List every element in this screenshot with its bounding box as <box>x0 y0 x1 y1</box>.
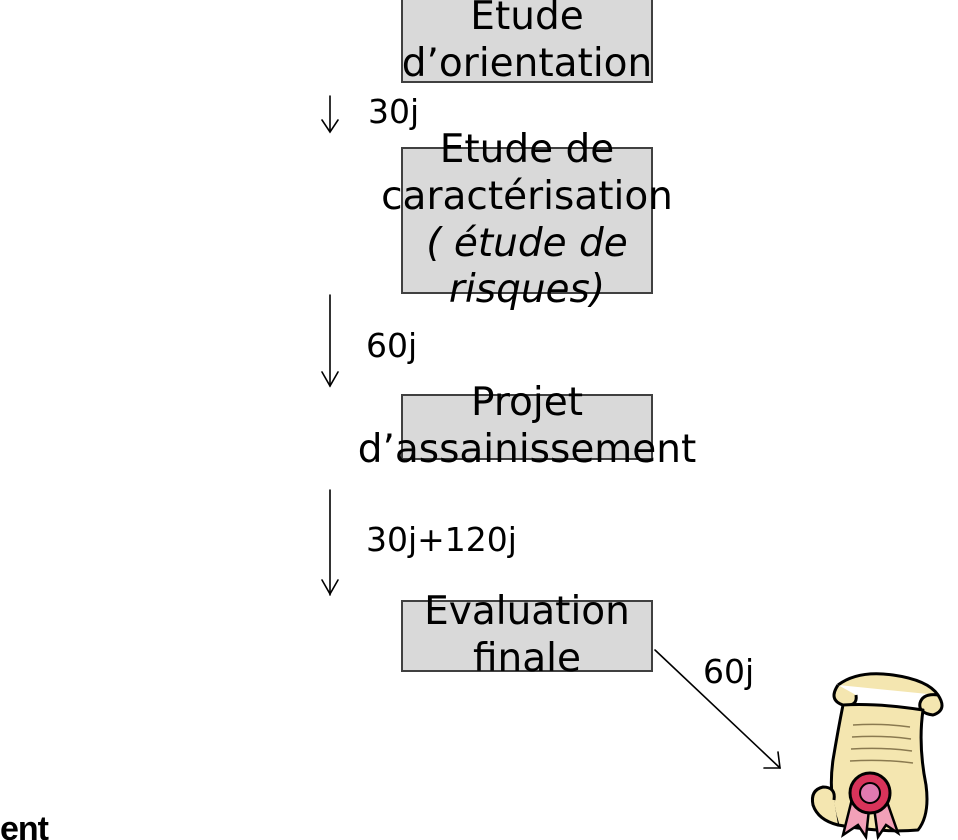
step-title-evaluation: Evaluation finale <box>424 589 630 681</box>
arrowhead-3 <box>321 579 339 596</box>
arrow-4 <box>654 649 781 769</box>
step-subtitle-caracterisation: ( étude de risques) <box>426 220 628 313</box>
duration-label-4: 60j <box>703 652 755 691</box>
arrowhead-2 <box>321 371 339 388</box>
step-title-orientation: Etude d’orientation <box>401 0 653 86</box>
step-title-assainissement: Projet d’assainissement <box>357 380 697 472</box>
orientation-box: Etude d’orientation <box>401 0 653 86</box>
arrowhead-1 <box>321 119 339 134</box>
duration-label-1: 30j <box>368 92 420 131</box>
footer-partial-text: ent <box>0 810 49 840</box>
step-title-caracterisation: Etude de caractérisation <box>381 126 673 219</box>
duration-label-2: 60j <box>366 326 418 365</box>
duration-label-3: 30j+120j <box>366 520 517 559</box>
caracterisation-box: Etude de caractérisation ( étude de risq… <box>381 127 673 312</box>
assainissement-box: Projet d’assainissement <box>358 380 697 472</box>
arrowhead-4 <box>763 751 781 769</box>
evaluation-box: Evaluation finale <box>401 589 653 681</box>
diploma-scroll-icon <box>811 672 944 840</box>
